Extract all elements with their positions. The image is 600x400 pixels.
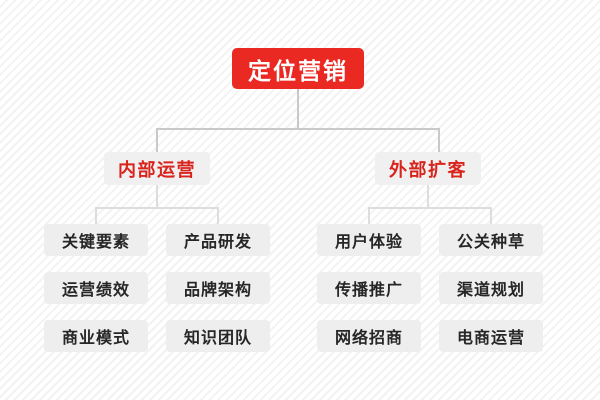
connector-external-right-drop bbox=[490, 207, 492, 224]
node-root[interactable]: 定位营销 bbox=[232, 48, 364, 89]
node-leaf-internal-r2-left[interactable]: 运营绩效 bbox=[44, 272, 148, 304]
node-leaf-external-r2-right[interactable]: 渠道规划 bbox=[439, 272, 543, 304]
connector-external-stem bbox=[427, 184, 429, 207]
node-leaf-internal-r3-right[interactable]: 知识团队 bbox=[166, 320, 270, 352]
node-leaf-external-r3-right[interactable]: 电商运营 bbox=[439, 320, 543, 352]
connector-internal-right-drop bbox=[217, 207, 219, 224]
node-branch-internal[interactable]: 内部运营 bbox=[104, 152, 210, 185]
connector-external-left-drop bbox=[368, 207, 370, 224]
node-leaf-external-r1-left[interactable]: 用户体验 bbox=[317, 224, 421, 256]
node-leaf-internal-r3-left[interactable]: 商业模式 bbox=[44, 320, 148, 352]
node-leaf-external-r1-right[interactable]: 公关种草 bbox=[439, 224, 543, 256]
connector-internal-left-drop bbox=[95, 207, 97, 224]
connector-external-bar bbox=[368, 207, 492, 209]
connector-internal-stem bbox=[156, 184, 158, 207]
connector-branch-right-drop bbox=[438, 128, 440, 152]
node-leaf-external-r3-left[interactable]: 网络招商 bbox=[317, 320, 421, 352]
node-leaf-internal-r2-right[interactable]: 品牌架构 bbox=[166, 272, 270, 304]
node-leaf-internal-r1-right[interactable]: 产品研发 bbox=[166, 224, 270, 256]
node-leaf-external-r2-left[interactable]: 传播推广 bbox=[317, 272, 421, 304]
node-branch-external[interactable]: 外部扩客 bbox=[375, 152, 481, 185]
connector-internal-bar bbox=[95, 207, 219, 209]
connector-branch-bar bbox=[156, 128, 440, 130]
connector-branch-left-drop bbox=[156, 128, 158, 152]
connector-root-stem bbox=[297, 88, 299, 128]
node-leaf-internal-r1-left[interactable]: 关键要素 bbox=[44, 224, 148, 256]
